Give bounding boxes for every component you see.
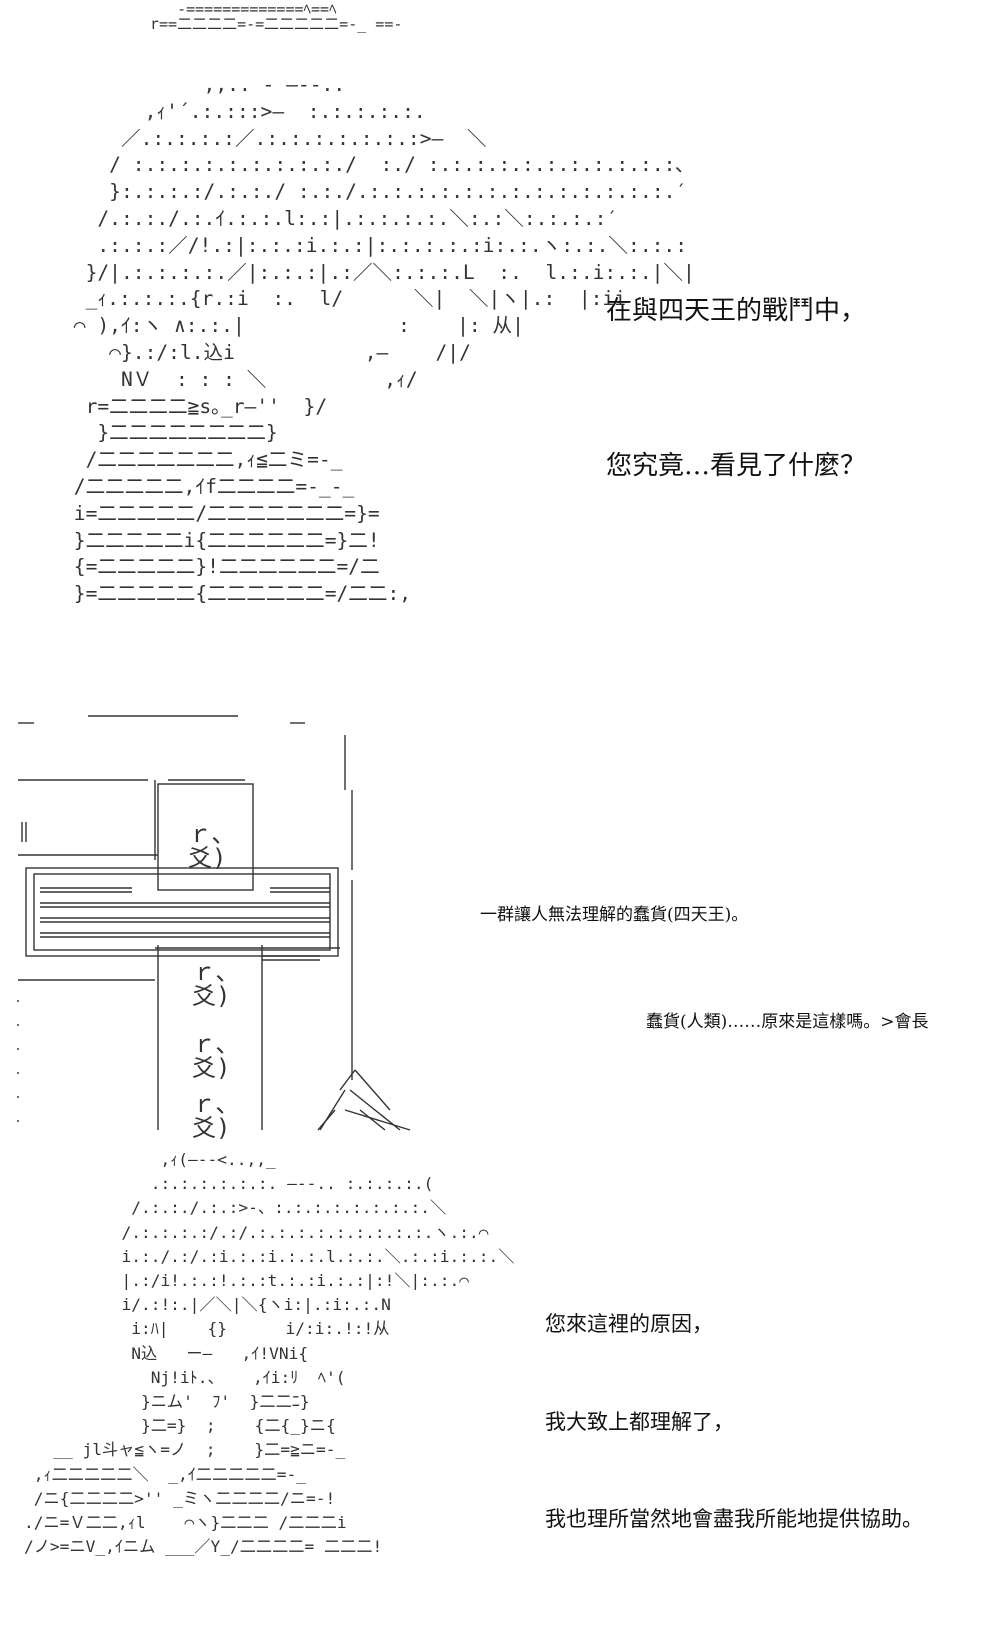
caption-panel1-line2: 您究竟…看見了什麼？	[606, 451, 867, 481]
caption-panel3-line2: 我大致上都理解了，	[545, 1410, 734, 1434]
caption-panel1-line1: 在與四天王的戰鬥中，	[606, 296, 867, 326]
ascii-art-box-glyph-1: ｒ､ 爻)	[188, 820, 227, 872]
caption-panel2-line1: 一群讓人無法理解的蠢貨(四天王)。	[480, 905, 749, 925]
caption-panel2-line2: 蠢貨(人類)……原來是這樣嗎。>會長	[646, 1012, 929, 1032]
caption-panel3-line1: 您來這裡的原因，	[545, 1312, 713, 1336]
ascii-art-character-top: -=============ﾍ==ﾍ r==二二二二=-=二二二二二=-_ ==…	[150, 0, 403, 33]
ascii-art-box-glyph-3: ｒ､ 爻)	[192, 1030, 231, 1082]
ascii-art-box-glyph-4: ｒ､ 爻)	[192, 1090, 231, 1142]
ascii-art-character-bottom: ,ｨ(―‐-<..,,_ .:.:.:.:.:.:. ―--.. :.:.:.:…	[24, 1150, 515, 1557]
ascii-art-box-glyph-2: ｒ､ 爻)	[192, 958, 231, 1010]
caption-panel3-line3: 我也理所當然地會盡我所能地提供協助。	[545, 1507, 923, 1531]
ascii-art-character-head: ,,.. - ―‐-.. ,ｨ'´.:.:::>― :.:.:.:.:. ／.:…	[73, 73, 695, 606]
